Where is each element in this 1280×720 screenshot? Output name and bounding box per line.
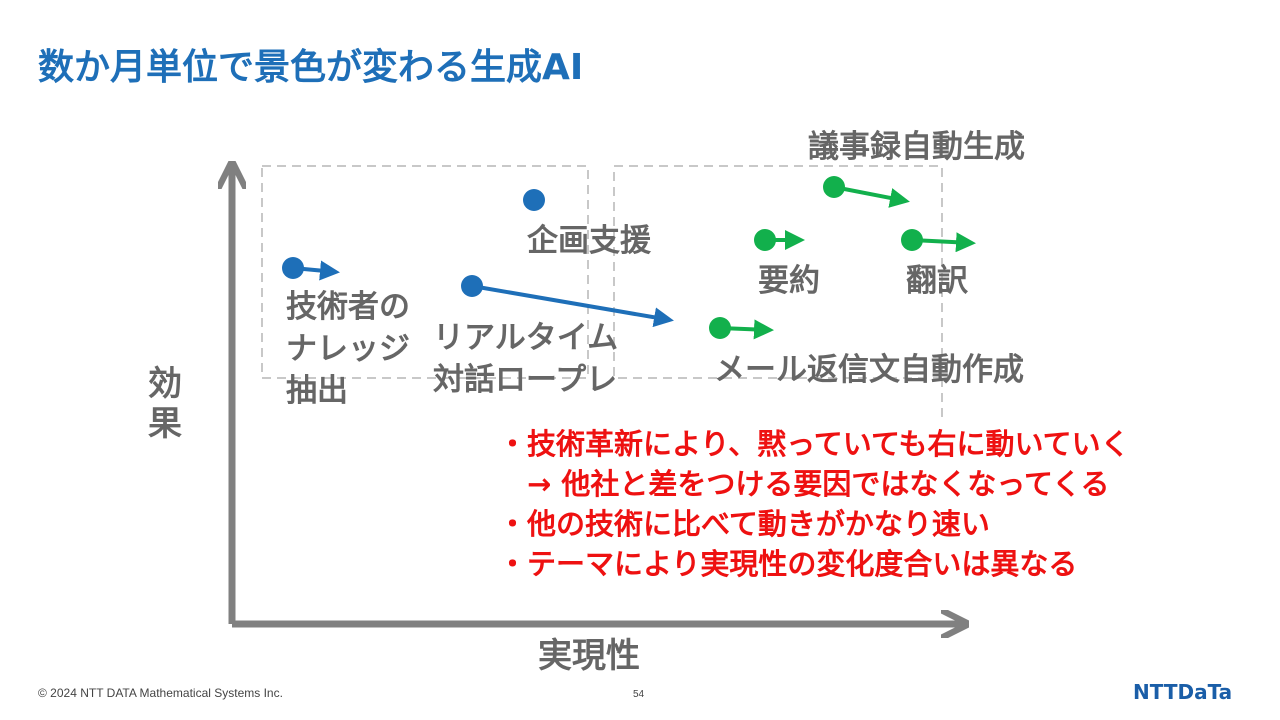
item-knowledge-label-line: 抽出 [286,373,348,409]
slide-title: 数か月単位で景色が変わる生成AI [38,47,584,88]
item-translation-label: 翻訳 [906,263,968,299]
item-translation-marker [901,229,976,253]
x-axis-label: 実現性 [538,636,640,676]
ntt-data-logo: NTTDaTa [1133,680,1233,704]
item-summary-label: 要約 [758,263,820,299]
item-roleplay-marker [461,275,674,328]
item-minutes-label: 議事録自動生成 [808,129,1025,165]
footer-copyright: © 2024 NTT DATA Mathematical Systems Inc… [38,686,283,700]
item-knowledge-label-line: ナレッジ [286,331,410,367]
key-point: ・技術革新により、黙っていても右に動いていく [498,427,1130,461]
y-axis-label: 効果 [148,364,182,444]
item-knowledge-marker [282,257,340,281]
item-knowledge-label: 技術者の ナレッジ 抽出 [286,286,410,412]
item-minutes-marker [823,176,910,208]
item-roleplay-label: リアルタイム 対話ロープレ [433,317,618,401]
key-points: ・技術革新により、黙っていても右に動いていく → 他社と差をつける要因ではなくな… [498,424,1130,584]
item-email-marker [709,317,774,340]
key-point: ・テーマにより実現性の変化度合いは異なる [498,547,1078,581]
item-roleplay-label-line: 対話ロープレ [433,362,618,398]
item-email-label: メール返信文自動作成 [714,352,1024,388]
item-roleplay-label-line: リアルタイム [433,320,619,356]
item-planning-label: 企画支援 [527,223,651,259]
page-number: 54 [633,689,645,700]
item-planning-marker [523,189,545,211]
key-point: ・他の技術に比べて動きがかなり速い [498,507,990,541]
key-point: → 他社と差をつける要因ではなくなってくる [498,467,1110,501]
item-knowledge-label-line: 技術者の [286,289,410,325]
item-summary-marker [754,229,805,251]
